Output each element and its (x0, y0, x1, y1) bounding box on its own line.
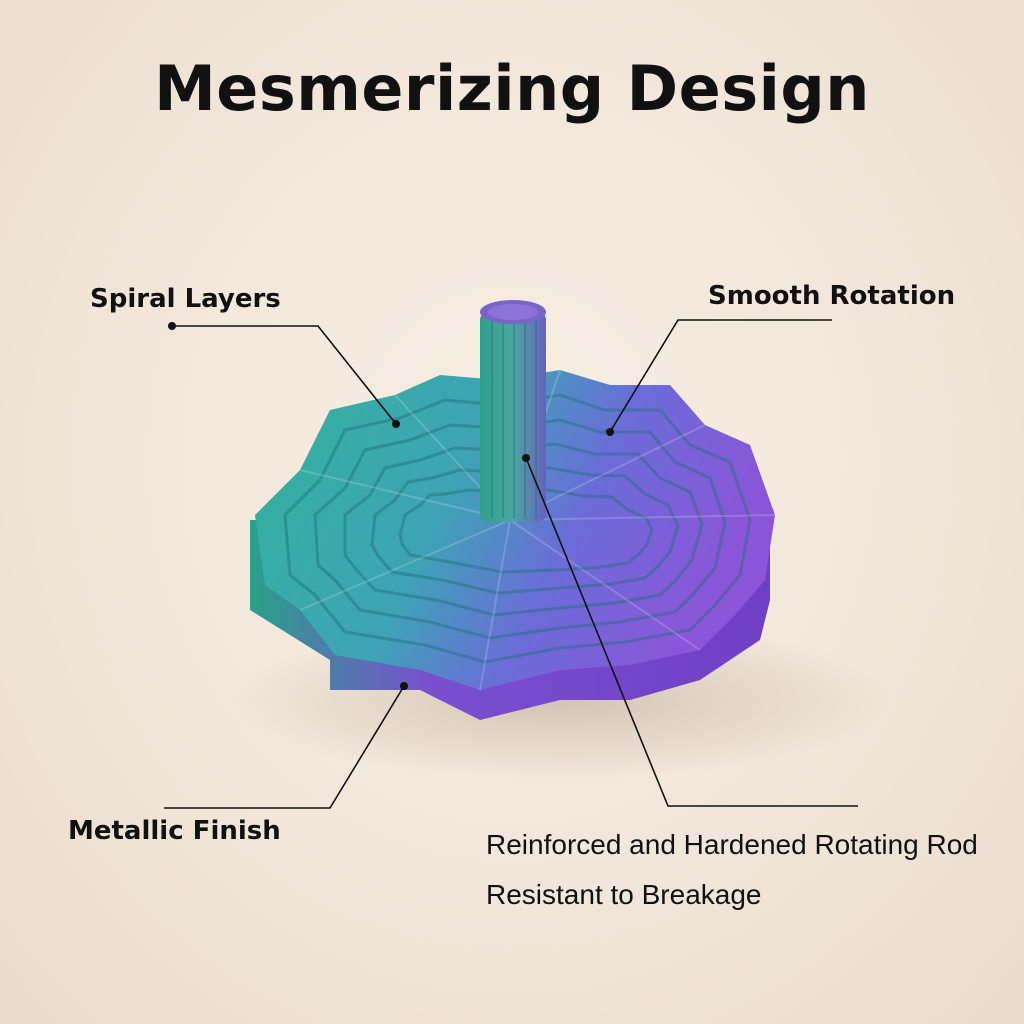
spiral-layers-dot (168, 322, 176, 330)
rod-leader (525, 457, 858, 807)
spiral-layers-target-dot (392, 420, 400, 428)
metallic-finish-leader (164, 685, 405, 809)
rod-target-dot (522, 454, 530, 462)
smooth-rotation-leader (609, 319, 832, 433)
metallic-finish-label: Metallic Finish (68, 816, 281, 846)
smooth-rotation-label: Smooth Rotation (708, 281, 956, 311)
spiral-layers-leader (172, 325, 397, 425)
rod-label-line1: Reinforced and Hardened Rotating Rod (486, 829, 978, 860)
rotating-rod (480, 300, 546, 522)
metallic-finish-target-dot (400, 682, 408, 690)
smooth-rotation-target-dot (606, 428, 614, 436)
spiral-layers-label: Spiral Layers (90, 284, 281, 314)
rod-label-line2: Resistant to Breakage (486, 879, 762, 910)
page-title: Mesmerizing Design (154, 52, 870, 125)
